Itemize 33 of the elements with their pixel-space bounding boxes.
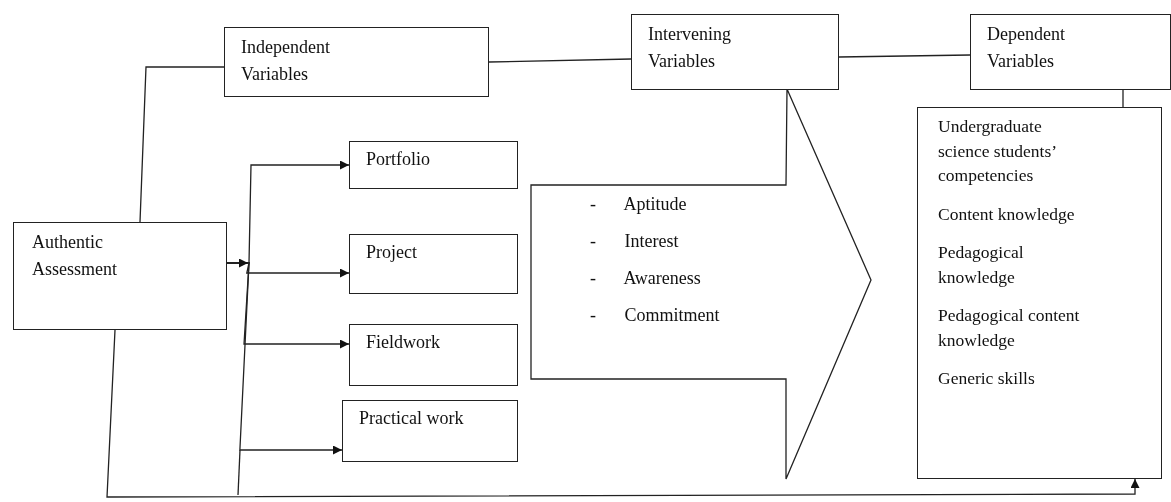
outcome-text: Generic skills [938,367,1036,390]
box-label: Fieldwork [366,331,441,354]
text-box [631,14,839,90]
box-label: Portfolio [366,148,431,171]
arrow [226,262,343,455]
list-item: - Awareness [590,267,701,290]
box-label: Practical work [359,407,465,430]
outcome-text: Pedagogical content knowledge [938,304,1081,352]
connector-line [139,66,225,223]
text-box [224,27,489,97]
list-item: - Commitment [590,304,720,327]
text-box [13,222,227,330]
list-item: - Interest [590,230,679,253]
text-box [349,234,518,294]
outcome-text: Content knowledge [938,202,1076,226]
text-box [349,324,518,386]
text-box [349,141,518,189]
text-box [342,400,518,462]
list-item: - Aptitude [590,193,687,216]
connector-line [838,54,971,58]
arrow [106,329,1140,498]
outcome-text: Pedagogical knowledge [938,241,1025,289]
box-label: Authentic Assessment [32,231,118,281]
box-label: Independent Variables [241,36,331,86]
connector-line [488,58,632,63]
connector-line [237,449,241,496]
box-label: Project [366,241,418,264]
box-label: Intervening Variables [648,23,732,73]
text-box [917,107,1162,479]
box-label: Dependent Variables [987,23,1066,73]
text-box [970,14,1171,90]
outcome-text: Undergraduate science students’ competencies [938,115,1057,187]
connector-line [1122,89,1124,108]
